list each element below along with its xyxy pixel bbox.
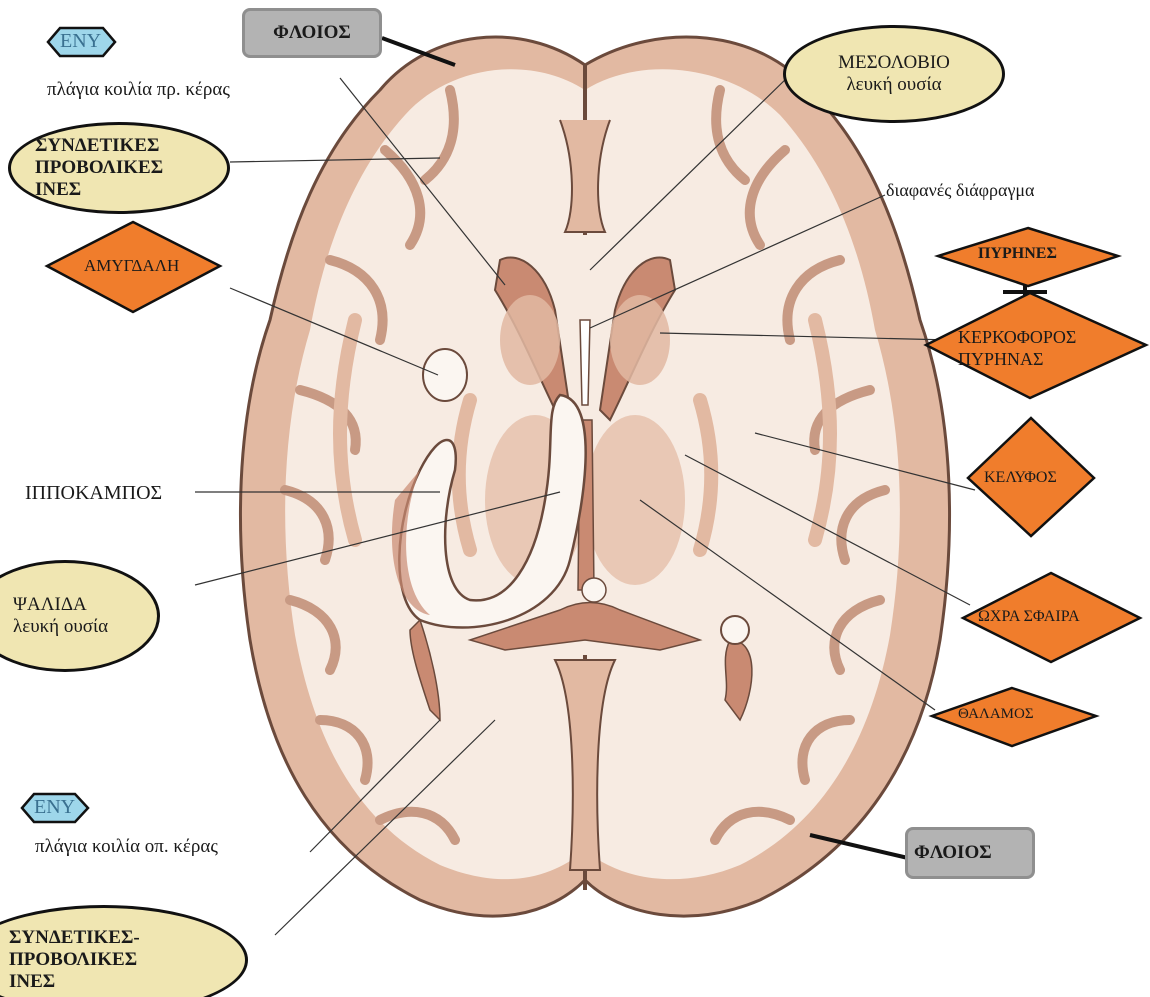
association-fibers-bottom-line-1: ΣΥΝΔΕΤΙΚΕΣ- [9, 927, 140, 949]
thalamus-right [585, 415, 685, 585]
brain-section [240, 37, 949, 916]
association-fibers-top-label: ΣΥΝΔΕΤΙΚΕΣ ΠΡΟΒΟΛΙΚΕΣ ΙΝΕΣ [8, 122, 230, 214]
nuclei-label: ΠΥΡΗΝΕΣ [978, 245, 1057, 263]
hippocampus-label: ΙΠΠΟΚΑΜΠΟΣ [25, 482, 162, 505]
putamen-label: ΚΕΛΥΦΟΣ [984, 469, 1057, 487]
cortex-label-bottom: ΦΛΟΙΟΣ [905, 827, 1035, 879]
corpus-callosum-label: ΜΕΣΟΛΟΒΙΟ λευκή ουσία [783, 25, 1005, 123]
corpus-callosum-line-1: ΜΕΣΟΛΟΒΙΟ [838, 52, 950, 74]
association-fibers-top-line-3: ΙΝΕΣ [35, 179, 81, 201]
amygdala-shape [423, 349, 467, 401]
globus-pallidus-label: ΩΧΡΑ ΣΦΑΙΡΑ [978, 608, 1080, 626]
lateral-ventricle-posterior-label: πλάγια κοιλία οπ. κέρας [35, 836, 218, 858]
association-fibers-bottom-line-3: ΙΝΕΣ [9, 971, 55, 993]
association-fibers-top-line-1: ΣΥΝΔΕΤΙΚΕΣ [35, 135, 159, 157]
association-fibers-top-line-2: ΠΡΟΒΟΛΙΚΕΣ [35, 157, 163, 179]
eny-label-top: ΕΝΥ [60, 30, 101, 53]
septum-pellucidum-label: διαφανές διάφραγμα [886, 180, 1035, 201]
association-fibers-bottom-line-2: ΠΡΟΒΟΛΙΚΕΣ [9, 949, 137, 971]
corpus-callosum-line-2: λευκή ουσία [846, 74, 941, 96]
caudate-nucleus-right [610, 295, 670, 385]
fornix-line-1: ΨΑΛΙΔΑ [13, 594, 87, 616]
caudate-line-2: ΠΥΡΗΝΑΣ [958, 349, 1076, 371]
fornix-line-2: λευκή ουσία [13, 616, 108, 638]
amygdala-label: ΑΜΥΓΔΑΛΗ [84, 256, 179, 276]
cortex-label-top: ΦΛΟΙΟΣ [242, 8, 382, 58]
septum-pellucidum [580, 320, 590, 405]
caudate-line-1: ΚΕΡΚΟΦΟΡΟΣ [958, 327, 1076, 349]
caudate-nucleus-left [500, 295, 560, 385]
eny-label-bottom: ΕΝΥ [34, 796, 75, 819]
lateral-ventricle-anterior-label: πλάγια κοιλία πρ. κέρας [47, 79, 230, 101]
thalamus-label: ΘΑΛΑΜΟΣ [958, 706, 1034, 723]
caudate-label: ΚΕΡΚΟΦΟΡΟΣ ΠΥΡΗΝΑΣ [958, 327, 1076, 370]
